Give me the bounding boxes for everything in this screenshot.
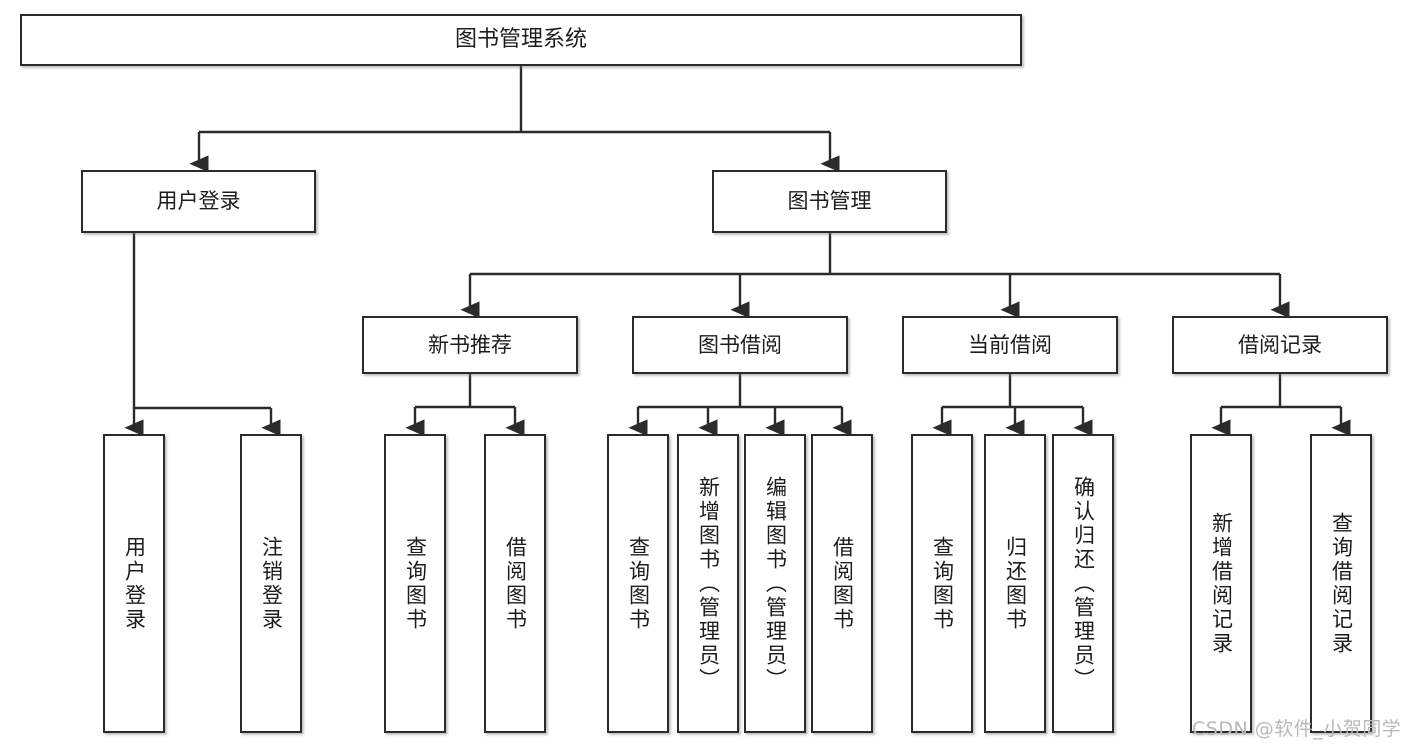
node-book-manage-label: 图书管理 — [787, 189, 872, 214]
node-leaf-query-book-borrow-label: 查询图书 — [626, 535, 651, 632]
node-book-borrow-label: 图书借阅 — [698, 332, 782, 357]
node-leaf-query-book-current-label: 查询图书 — [930, 535, 955, 632]
node-leaf-edit-book[interactable]: 编辑图书（管理员） — [744, 434, 806, 733]
node-leaf-query-record[interactable]: 查询借阅记录 — [1310, 434, 1372, 733]
node-leaf-edit-book-label: 编辑图书（管理员） — [763, 475, 788, 692]
node-leaf-borrow-book-rec[interactable]: 借阅图书 — [484, 434, 546, 733]
node-leaf-confirm-return-label: 确认归还（管理员） — [1071, 475, 1096, 692]
node-leaf-query-book-rec[interactable]: 查询图书 — [384, 434, 446, 733]
node-leaf-query-book-rec-label: 查询图书 — [403, 535, 428, 632]
node-book-borrow[interactable]: 图书借阅 — [632, 316, 848, 374]
node-leaf-confirm-return[interactable]: 确认归还（管理员） — [1052, 434, 1114, 733]
node-leaf-add-record[interactable]: 新增借阅记录 — [1190, 434, 1252, 733]
node-leaf-return-book[interactable]: 归还图书 — [984, 434, 1046, 733]
node-leaf-add-book[interactable]: 新增图书（管理员） — [677, 434, 739, 733]
node-leaf-add-record-label: 新增借阅记录 — [1209, 511, 1234, 656]
node-leaf-add-book-label: 新增图书（管理员） — [696, 475, 721, 692]
node-borrow-record-label: 借阅记录 — [1238, 332, 1322, 357]
node-book-manage[interactable]: 图书管理 — [712, 170, 947, 233]
node-user-login[interactable]: 用户登录 — [81, 170, 316, 233]
node-borrow-record[interactable]: 借阅记录 — [1172, 316, 1388, 374]
node-leaf-query-book-borrow[interactable]: 查询图书 — [607, 434, 669, 733]
node-user-login-label: 用户登录 — [156, 189, 241, 214]
node-root[interactable]: 图书管理系统 — [20, 14, 1022, 66]
node-leaf-borrow-book-label: 借阅图书 — [830, 535, 855, 632]
watermark-text: CSDN @软件_小贺同学 — [1192, 718, 1402, 740]
node-new-book-recommend-label: 新书推荐 — [428, 332, 512, 357]
node-leaf-borrow-book[interactable]: 借阅图书 — [811, 434, 873, 733]
node-current-borrow[interactable]: 当前借阅 — [902, 316, 1118, 374]
node-root-label: 图书管理系统 — [454, 27, 587, 53]
node-leaf-logout[interactable]: 注销登录 — [240, 434, 302, 733]
node-current-borrow-label: 当前借阅 — [968, 332, 1052, 357]
node-leaf-user-login[interactable]: 用户登录 — [103, 434, 165, 733]
node-new-book-recommend[interactable]: 新书推荐 — [362, 316, 578, 374]
node-leaf-query-book-current[interactable]: 查询图书 — [911, 434, 973, 733]
node-leaf-borrow-book-rec-label: 借阅图书 — [503, 535, 528, 632]
node-leaf-return-book-label: 归还图书 — [1003, 535, 1028, 632]
node-leaf-query-record-label: 查询借阅记录 — [1329, 511, 1354, 656]
node-leaf-user-login-label: 用户登录 — [122, 535, 147, 632]
node-leaf-logout-label: 注销登录 — [259, 535, 284, 632]
